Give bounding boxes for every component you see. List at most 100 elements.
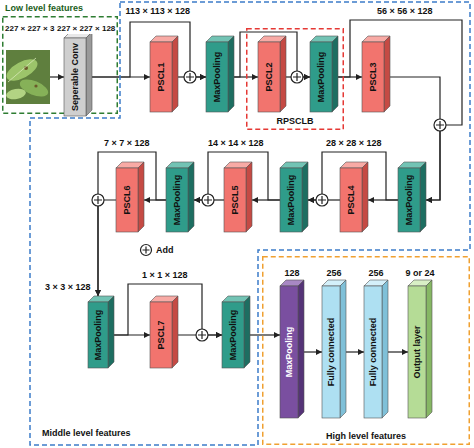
layer-name: PSCL7 [156, 320, 167, 349]
region-border [247, 29, 344, 130]
layer-block: PSCL6 [116, 162, 144, 232]
dashed-region: Middle level featuresPSCL1MaxPoolingRPSC… [30, 2, 470, 445]
layer-block: Seperable Conv [64, 32, 92, 116]
region-title: High level features [326, 431, 406, 442]
layer-block: Fully connected [322, 280, 346, 418]
dimension-label: 3 × 3 × 128 [44, 282, 92, 292]
dimension-label: 113 × 113 × 128 [125, 6, 192, 16]
block-side [228, 36, 234, 112]
block-side [298, 280, 304, 418]
block-front [280, 286, 298, 418]
layer-name: PSCL1 [156, 62, 167, 91]
connector [250, 334, 280, 335]
block-front [64, 38, 86, 116]
block-front [88, 302, 108, 368]
layer-block: PSCL3 [362, 36, 390, 112]
region-title: Low level features [5, 3, 83, 14]
dimension-label: 1 × 1 × 128 [141, 270, 189, 280]
dimension-label: 56 × 56 × 128 [376, 6, 434, 16]
block-side [244, 296, 250, 368]
add-symbol [202, 194, 214, 206]
block-front [150, 302, 172, 368]
dimension-label: 128 [284, 268, 301, 278]
block-front [310, 42, 332, 112]
dimension-label: 28 × 28 × 128 [325, 138, 383, 148]
leaf [5, 87, 26, 100]
layer-block: MaxPooling [206, 36, 234, 112]
block-front [258, 42, 280, 112]
block-front [224, 168, 246, 232]
block-side [108, 296, 114, 368]
region-border [3, 17, 118, 114]
block-front [398, 168, 420, 232]
block-front [362, 42, 384, 112]
block-side [382, 280, 388, 418]
dashed-region: High level features MaxPooling Fully conne… [262, 256, 470, 445]
dimension-label: 256 [326, 268, 343, 278]
layer-name: PSCL6 [122, 185, 133, 214]
block-front [408, 286, 426, 418]
input-arrow [50, 76, 64, 77]
layer-name: MaxPooling [93, 310, 104, 361]
layer-name: Seperable Conv [70, 43, 81, 111]
add-symbol [184, 71, 196, 83]
block-front [206, 42, 228, 112]
layer-name: PSCL4 [346, 185, 357, 214]
layer-block: MaxPooling [222, 296, 250, 368]
layer-block: MaxPooling [310, 36, 338, 112]
legend-label: Add [155, 245, 175, 255]
layer-block: MaxPooling [166, 162, 194, 232]
connector [346, 351, 364, 352]
leaf-spot [34, 84, 37, 87]
block-side [426, 280, 432, 418]
layer-name: PSCL5 [230, 185, 241, 214]
block-side [86, 32, 92, 116]
block-side [340, 280, 346, 418]
connector [98, 200, 116, 296]
layer-block: PSCL7 [150, 296, 178, 368]
layer-block: MaxPooling [280, 280, 304, 418]
legend-add-symbol [141, 245, 152, 256]
layer-name: MaxPooling [404, 175, 415, 226]
dimension-label: 7 × 7 × 128 [103, 138, 151, 148]
block-side [302, 162, 308, 232]
layer-name: MaxPooling [212, 52, 223, 103]
add-symbol [92, 194, 104, 206]
dimension-label: 14 × 14 × 128 [207, 138, 265, 148]
block-side [172, 296, 178, 368]
dimension-label: 256 [368, 268, 385, 278]
dashed-region: RPSCLBPSCL2MaxPooling [246, 28, 344, 130]
layer-block: MaxPooling [398, 162, 426, 232]
dimension-label: 9 or 24 [405, 268, 436, 278]
layer-name: MaxPooling [284, 327, 295, 378]
layer-block: PSCL2 [258, 36, 286, 112]
add-symbol [291, 71, 303, 83]
block-side [280, 36, 286, 112]
block-side [332, 36, 338, 112]
layer-name: MaxPooling [286, 175, 297, 226]
add-symbol [434, 119, 446, 131]
block-side [384, 36, 390, 112]
block-front [222, 302, 244, 368]
layer-name: PSCL3 [368, 62, 379, 91]
block-front [150, 42, 172, 112]
layer-block: Fully connected [364, 280, 388, 418]
block-side [246, 162, 252, 232]
layer-name: Fully connected [326, 318, 337, 387]
block-front [340, 168, 362, 232]
leaf-photo [3, 50, 50, 104]
layer-block: PSCL4 [340, 162, 368, 232]
region-title: Middle level features [42, 428, 131, 439]
connector [388, 351, 408, 352]
block-side [172, 36, 178, 112]
layer-name: MaxPooling [228, 310, 239, 361]
block-front [166, 168, 188, 232]
block-side [420, 162, 426, 232]
leaf-vein [8, 58, 36, 82]
layer-name: MaxPooling [316, 52, 327, 103]
layer-name: PSCL2 [264, 62, 275, 91]
connector [304, 351, 322, 352]
layer-block: PSCL1 [150, 36, 178, 112]
